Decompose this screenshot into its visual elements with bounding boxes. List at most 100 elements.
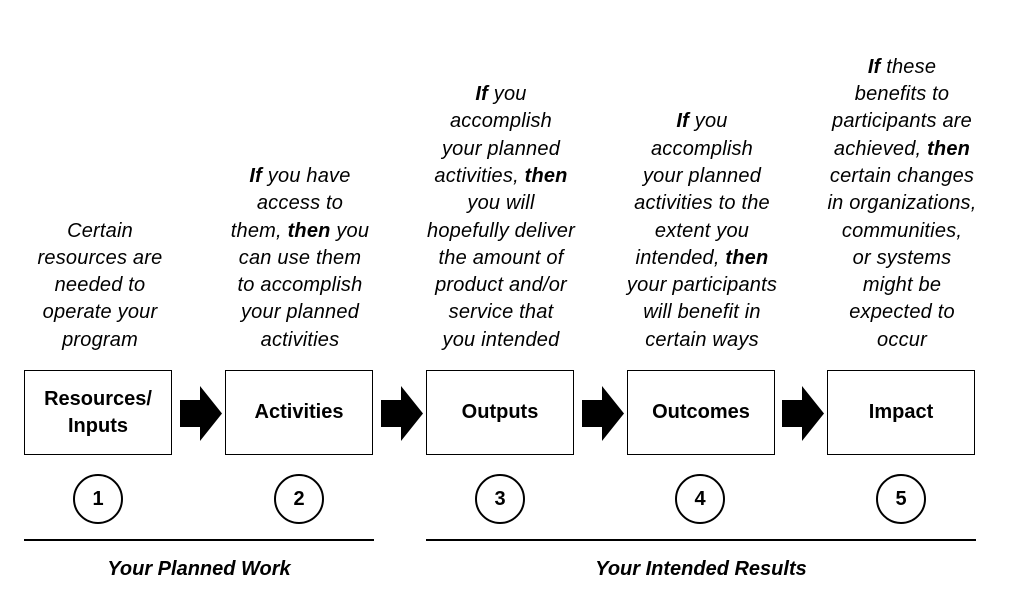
description-text: participants are [832, 110, 972, 133]
planned-work-label: Your Planned Work [107, 558, 291, 580]
description-line: access to [210, 190, 390, 217]
stage-2-number: 2 [274, 474, 324, 524]
stage-4-number: 4 [675, 474, 725, 524]
box-label-line: Inputs [68, 414, 128, 437]
arrow-3-to-4-icon [582, 386, 624, 441]
description-line: or systems [812, 245, 992, 272]
arrow-1-to-2-icon [180, 386, 222, 441]
description-line: communities, [812, 218, 992, 245]
description-text: needed to [54, 274, 146, 297]
description-line: your planned [411, 136, 591, 163]
description-text: access to [256, 192, 344, 215]
description-line: participants are [812, 108, 992, 135]
description-line: benefits to [812, 81, 992, 108]
box-label-line: Impact [868, 401, 934, 423]
description-line: operate your [10, 299, 190, 326]
description-text: or systems [852, 246, 952, 269]
description-text: can use them [238, 246, 362, 269]
description-text: the amount of [438, 246, 564, 269]
description-line: accomplish [411, 108, 591, 135]
emphasis-word: If [475, 83, 488, 106]
box-label: Activities [255, 399, 344, 426]
arrow-4-to-5-icon [782, 386, 824, 441]
stage-4-box: Outcomes [627, 370, 775, 455]
description-text: occur [877, 328, 927, 351]
description-text: benefits to [854, 83, 950, 106]
description-text: you have [262, 164, 351, 187]
description-text: activities [260, 328, 340, 351]
intended-results-divider [426, 539, 976, 541]
emphasis-word: then [524, 164, 568, 187]
description-text: you [689, 110, 728, 133]
stage-1-number: 1 [73, 474, 123, 524]
description-text: extent you [654, 219, 750, 242]
description-text: expected to [849, 301, 955, 324]
description-line: your planned [210, 299, 390, 326]
description-line: intended, then [612, 245, 792, 272]
description-text: service that [448, 301, 554, 324]
stage-3-number: 3 [475, 474, 525, 524]
stage-2-box: Activities [225, 370, 373, 455]
description-text: your planned [642, 164, 762, 187]
description-line: the amount of [411, 245, 591, 272]
stage-1-box: Resources/Inputs [24, 370, 172, 455]
description-text: your planned [240, 301, 360, 324]
arrow-2-to-3-icon [381, 386, 423, 441]
description-line: resources are [10, 245, 190, 272]
description-text: hopefully deliver [427, 219, 575, 242]
description-text: accomplish [650, 137, 754, 160]
description-line: achieved, then [812, 136, 992, 163]
description-line: your participants [612, 272, 792, 299]
description-line: activities to the [612, 190, 792, 217]
emphasis-word: then [287, 219, 331, 242]
description-text: activities, [434, 164, 525, 187]
stage-3-box: Outputs [426, 370, 574, 455]
description-text: you [488, 83, 527, 106]
description-line: extent you [612, 218, 792, 245]
stage-5-description: If these benefits to participants are achie… [812, 54, 992, 354]
description-line: in organizations, [812, 190, 992, 217]
box-label: Outputs [462, 399, 539, 426]
description-text: you [330, 219, 370, 242]
emphasis-word: If [867, 55, 881, 78]
box-label: Impact [869, 399, 933, 426]
emphasis-word: then [927, 137, 971, 160]
emphasis-word: If [676, 110, 689, 133]
description-line: If you [612, 108, 792, 135]
description-text: your participants [626, 274, 778, 297]
description-line: expected to [812, 299, 992, 326]
description-text: in organizations, [827, 192, 977, 215]
description-text: these [880, 55, 937, 78]
box-label: Outcomes [652, 399, 750, 426]
description-text: might be [862, 274, 942, 297]
description-line: you will [411, 190, 591, 217]
description-text: program [62, 328, 138, 351]
description-text: certain changes [829, 164, 975, 187]
stage-5-number: 5 [876, 474, 926, 524]
box-label-line: Resources/ [44, 387, 152, 410]
description-text: intended, [635, 246, 726, 269]
description-line: will benefit in [612, 299, 792, 326]
description-line: occur [812, 327, 992, 354]
description-text: you will [467, 192, 535, 215]
box-label-line: Outcomes [652, 401, 750, 423]
box-label: Resources/Inputs [44, 386, 152, 440]
intended-results-label: Your Intended Results [595, 558, 807, 580]
description-text: Certain [67, 219, 133, 242]
description-text: activities to the [634, 192, 770, 215]
description-text: achieved, [833, 137, 928, 160]
description-text: product and/or [435, 274, 567, 297]
emphasis-word: If [249, 164, 263, 187]
description-text: them, [230, 219, 288, 242]
description-text: certain ways [645, 328, 759, 351]
description-line: certain changes [812, 163, 992, 190]
description-line: activities, then [411, 163, 591, 190]
description-line: accomplish [612, 136, 792, 163]
description-text: resources are [37, 246, 163, 269]
description-line: might be [812, 272, 992, 299]
description-text: communities, [841, 219, 963, 242]
box-label-line: Activities [254, 401, 344, 423]
stage-2-description: If you have access to them, then you can us… [210, 163, 390, 354]
description-line: program [10, 327, 190, 354]
